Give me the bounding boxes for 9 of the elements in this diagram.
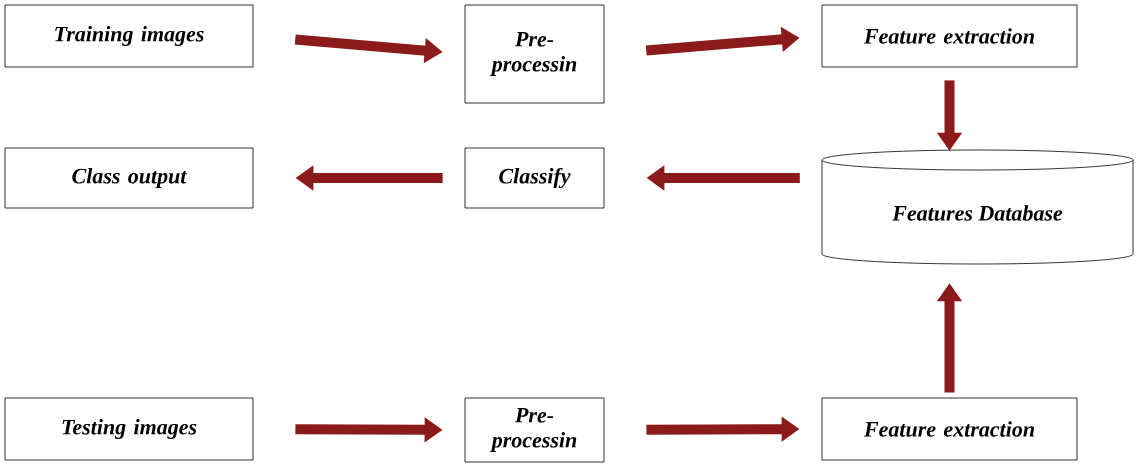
process-box: Feature extraction [821,397,1078,461]
process-box: Classify [464,147,605,209]
process-box: Pre- processin [464,4,605,104]
database-cylinder: Features Database [821,149,1134,265]
process-box: Pre- processin [464,397,605,463]
process-box: Feature extraction [821,4,1078,68]
process-box: Testing images [4,397,254,461]
process-box: Training images [4,4,254,68]
process-box: Class output [4,147,254,209]
